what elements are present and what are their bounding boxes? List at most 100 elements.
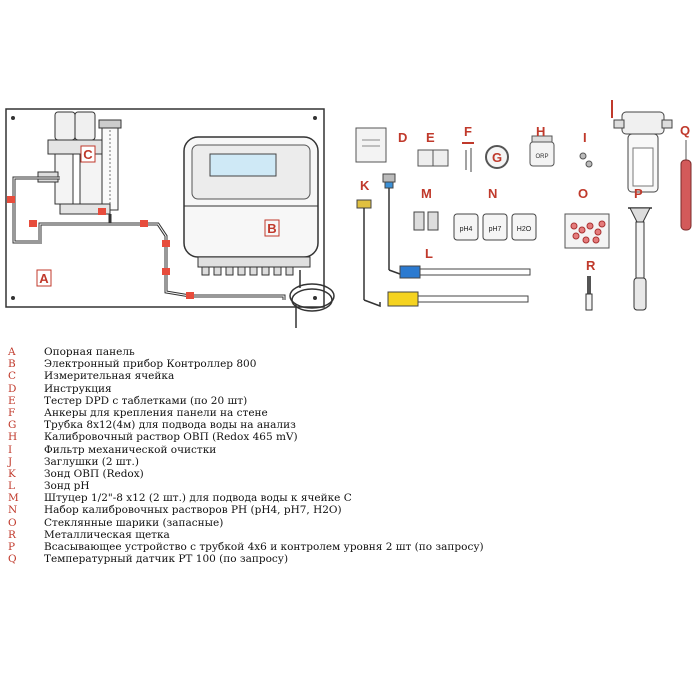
anchors — [465, 148, 472, 172]
legend-key: D — [8, 382, 17, 395]
label-b: B — [267, 221, 276, 236]
legend-row: R Металлическая щетка — [8, 529, 608, 541]
legend-key: G — [8, 419, 17, 432]
legend-description: Зонд pH — [44, 480, 90, 493]
legend-key: F — [8, 406, 16, 419]
legend-row: A Опорная панель — [8, 346, 608, 358]
instruction-booklet — [355, 127, 387, 163]
legend-key: K — [8, 467, 16, 480]
legend-description: Температурный датчик PT 100 (по запросу) — [44, 553, 289, 566]
legend-row: O Стеклянные шарики (запасные) — [8, 517, 608, 529]
coiled-cable — [289, 270, 335, 328]
legend-row: J Заглушки (2 шт.) — [8, 456, 608, 468]
legend-description: Тестер DPD с таблетками (по 20 шт) — [44, 394, 248, 407]
controller-display — [209, 153, 277, 177]
tube-coil — [485, 145, 509, 169]
panel-screw — [11, 296, 15, 300]
label-n: N — [488, 186, 497, 201]
equipment-diagram: A B C D E F G ORP H I Q — [5, 100, 692, 328]
legend-row: Q Температурный датчик PT 100 (по запросу… — [8, 553, 608, 565]
label-l: L — [425, 246, 433, 261]
legend-description: Всасывающее устройство с трубкой 4х6 и к… — [44, 541, 484, 553]
label-h: H — [536, 124, 545, 139]
label-m: M — [421, 186, 432, 201]
legend-description: Электронный прибор Контроллер 800 — [44, 358, 257, 371]
orp-probe — [356, 199, 529, 308]
legend-key: Q — [8, 553, 17, 566]
label-e: E — [426, 130, 435, 145]
label-a: A — [39, 271, 49, 286]
mechanical-filter — [611, 100, 673, 193]
ph-probe — [382, 173, 531, 279]
legend-description: Трубка 8х12(4м) для подвода воды на анал… — [44, 419, 296, 432]
legend-key: J — [8, 455, 13, 468]
bottle-label-ph4: pH4 — [460, 226, 473, 233]
legend-row: F Анкеры для крепления панели на стене — [8, 407, 608, 419]
metal-brush — [585, 276, 593, 311]
legend-row: E Тестер DPD с таблетками (по 20 шт) — [8, 395, 608, 407]
legend-description: Анкеры для крепления панели на стене — [44, 406, 268, 419]
legend-key: O — [8, 516, 17, 529]
label-r: R — [586, 258, 596, 273]
legend-description: Калибровочный раствор ОВП (Redox 465 mV) — [44, 431, 298, 444]
hose-fittings — [413, 211, 439, 231]
legend-description: Фильтр механической очистки — [44, 443, 217, 456]
legend-row: P Всасывающее устройство с трубкой 4х6 и … — [8, 541, 608, 553]
label-p: P — [634, 186, 643, 201]
temperature-sensor — [680, 140, 692, 231]
measuring-cell — [37, 111, 122, 215]
glass-balls-bag — [564, 213, 610, 249]
water-pipes-inner — [13, 177, 285, 300]
legend-key: R — [8, 528, 16, 541]
legend-row: I Фильтр механической очистки — [8, 444, 608, 456]
legend-row: M Штуцер 1/2"-8 х12 (2 шт.) для подвода в… — [8, 492, 608, 504]
legend-description: Набор калибровочных растворов PH (pH4, p… — [44, 504, 342, 517]
label-o: O — [578, 186, 588, 201]
legend-key: I — [8, 443, 13, 456]
panel-screw — [313, 116, 317, 120]
legend-key: L — [8, 480, 15, 493]
legend-description: Опорная панель — [44, 346, 135, 358]
label-box-a — [36, 269, 52, 287]
label-f: F — [464, 124, 472, 139]
pipe-fittings — [7, 196, 194, 299]
legend-key: N — [8, 504, 18, 517]
legend-row: C Измерительная ячейка — [8, 370, 608, 382]
legend-key: A — [8, 346, 16, 358]
legend-key: M — [8, 492, 19, 505]
label-box-b — [264, 219, 280, 237]
label-j: I — [583, 130, 587, 145]
label-g: G — [492, 150, 502, 165]
ph-calibration-set — [453, 213, 537, 241]
bottle-label-ph7: pH7 — [489, 226, 502, 233]
label-q: Q — [680, 123, 690, 138]
label-c: C — [83, 147, 93, 162]
anchor-mark — [462, 142, 474, 144]
panel-screw — [11, 116, 15, 120]
legend-key: H — [8, 431, 18, 444]
legend-description: Заглушки (2 шт.) — [44, 455, 139, 468]
panel-screw — [313, 296, 317, 300]
legend-description: Металлическая щетка — [44, 528, 170, 541]
bottle-label-h2o: H2O — [517, 226, 532, 233]
legend-description: Измерительная ячейка — [44, 370, 175, 383]
legend-key: C — [8, 370, 17, 383]
legend-key: E — [8, 394, 16, 407]
legend-description: Зонд ОВП (Redox) — [44, 467, 144, 480]
orp-bottle-label: ORP — [535, 154, 548, 160]
label-box-c — [80, 145, 96, 163]
plug — [585, 160, 593, 168]
legend-row: N Набор калибровочных растворов PH (pH4, … — [8, 504, 608, 516]
legend-key: P — [8, 541, 16, 553]
legend-description: Стеклянные шарики (запасные) — [44, 516, 224, 529]
legend-description: Инструкция — [44, 382, 112, 395]
legend-row: H Калибровочный раствор ОВП (Redox 465 mV… — [8, 431, 608, 443]
legend-key: B — [8, 358, 16, 371]
legend-row: B Электронный прибор Контроллер 800 — [8, 358, 608, 370]
legend-row: L Зонд pH — [8, 480, 608, 492]
suction-device — [628, 207, 652, 311]
label-d: D — [398, 130, 407, 145]
legend-row: K Зонд ОВП (Redox) — [8, 468, 608, 480]
legend-description: Штуцер 1/2"-8 х12 (2 шт.) для подвода во… — [44, 492, 352, 505]
